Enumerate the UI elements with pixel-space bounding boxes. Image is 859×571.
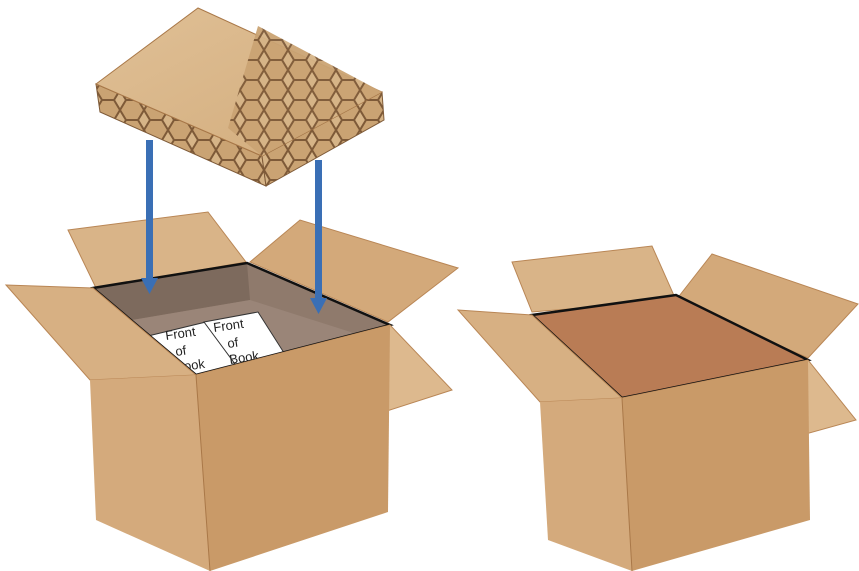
open-box-with-books: Front of Book Front of Book [6, 212, 458, 571]
right-box-front-face [540, 398, 632, 571]
box-with-panel-inserted [458, 246, 858, 571]
left-box-front-face [90, 375, 210, 571]
honeycomb-panel [96, 8, 384, 186]
